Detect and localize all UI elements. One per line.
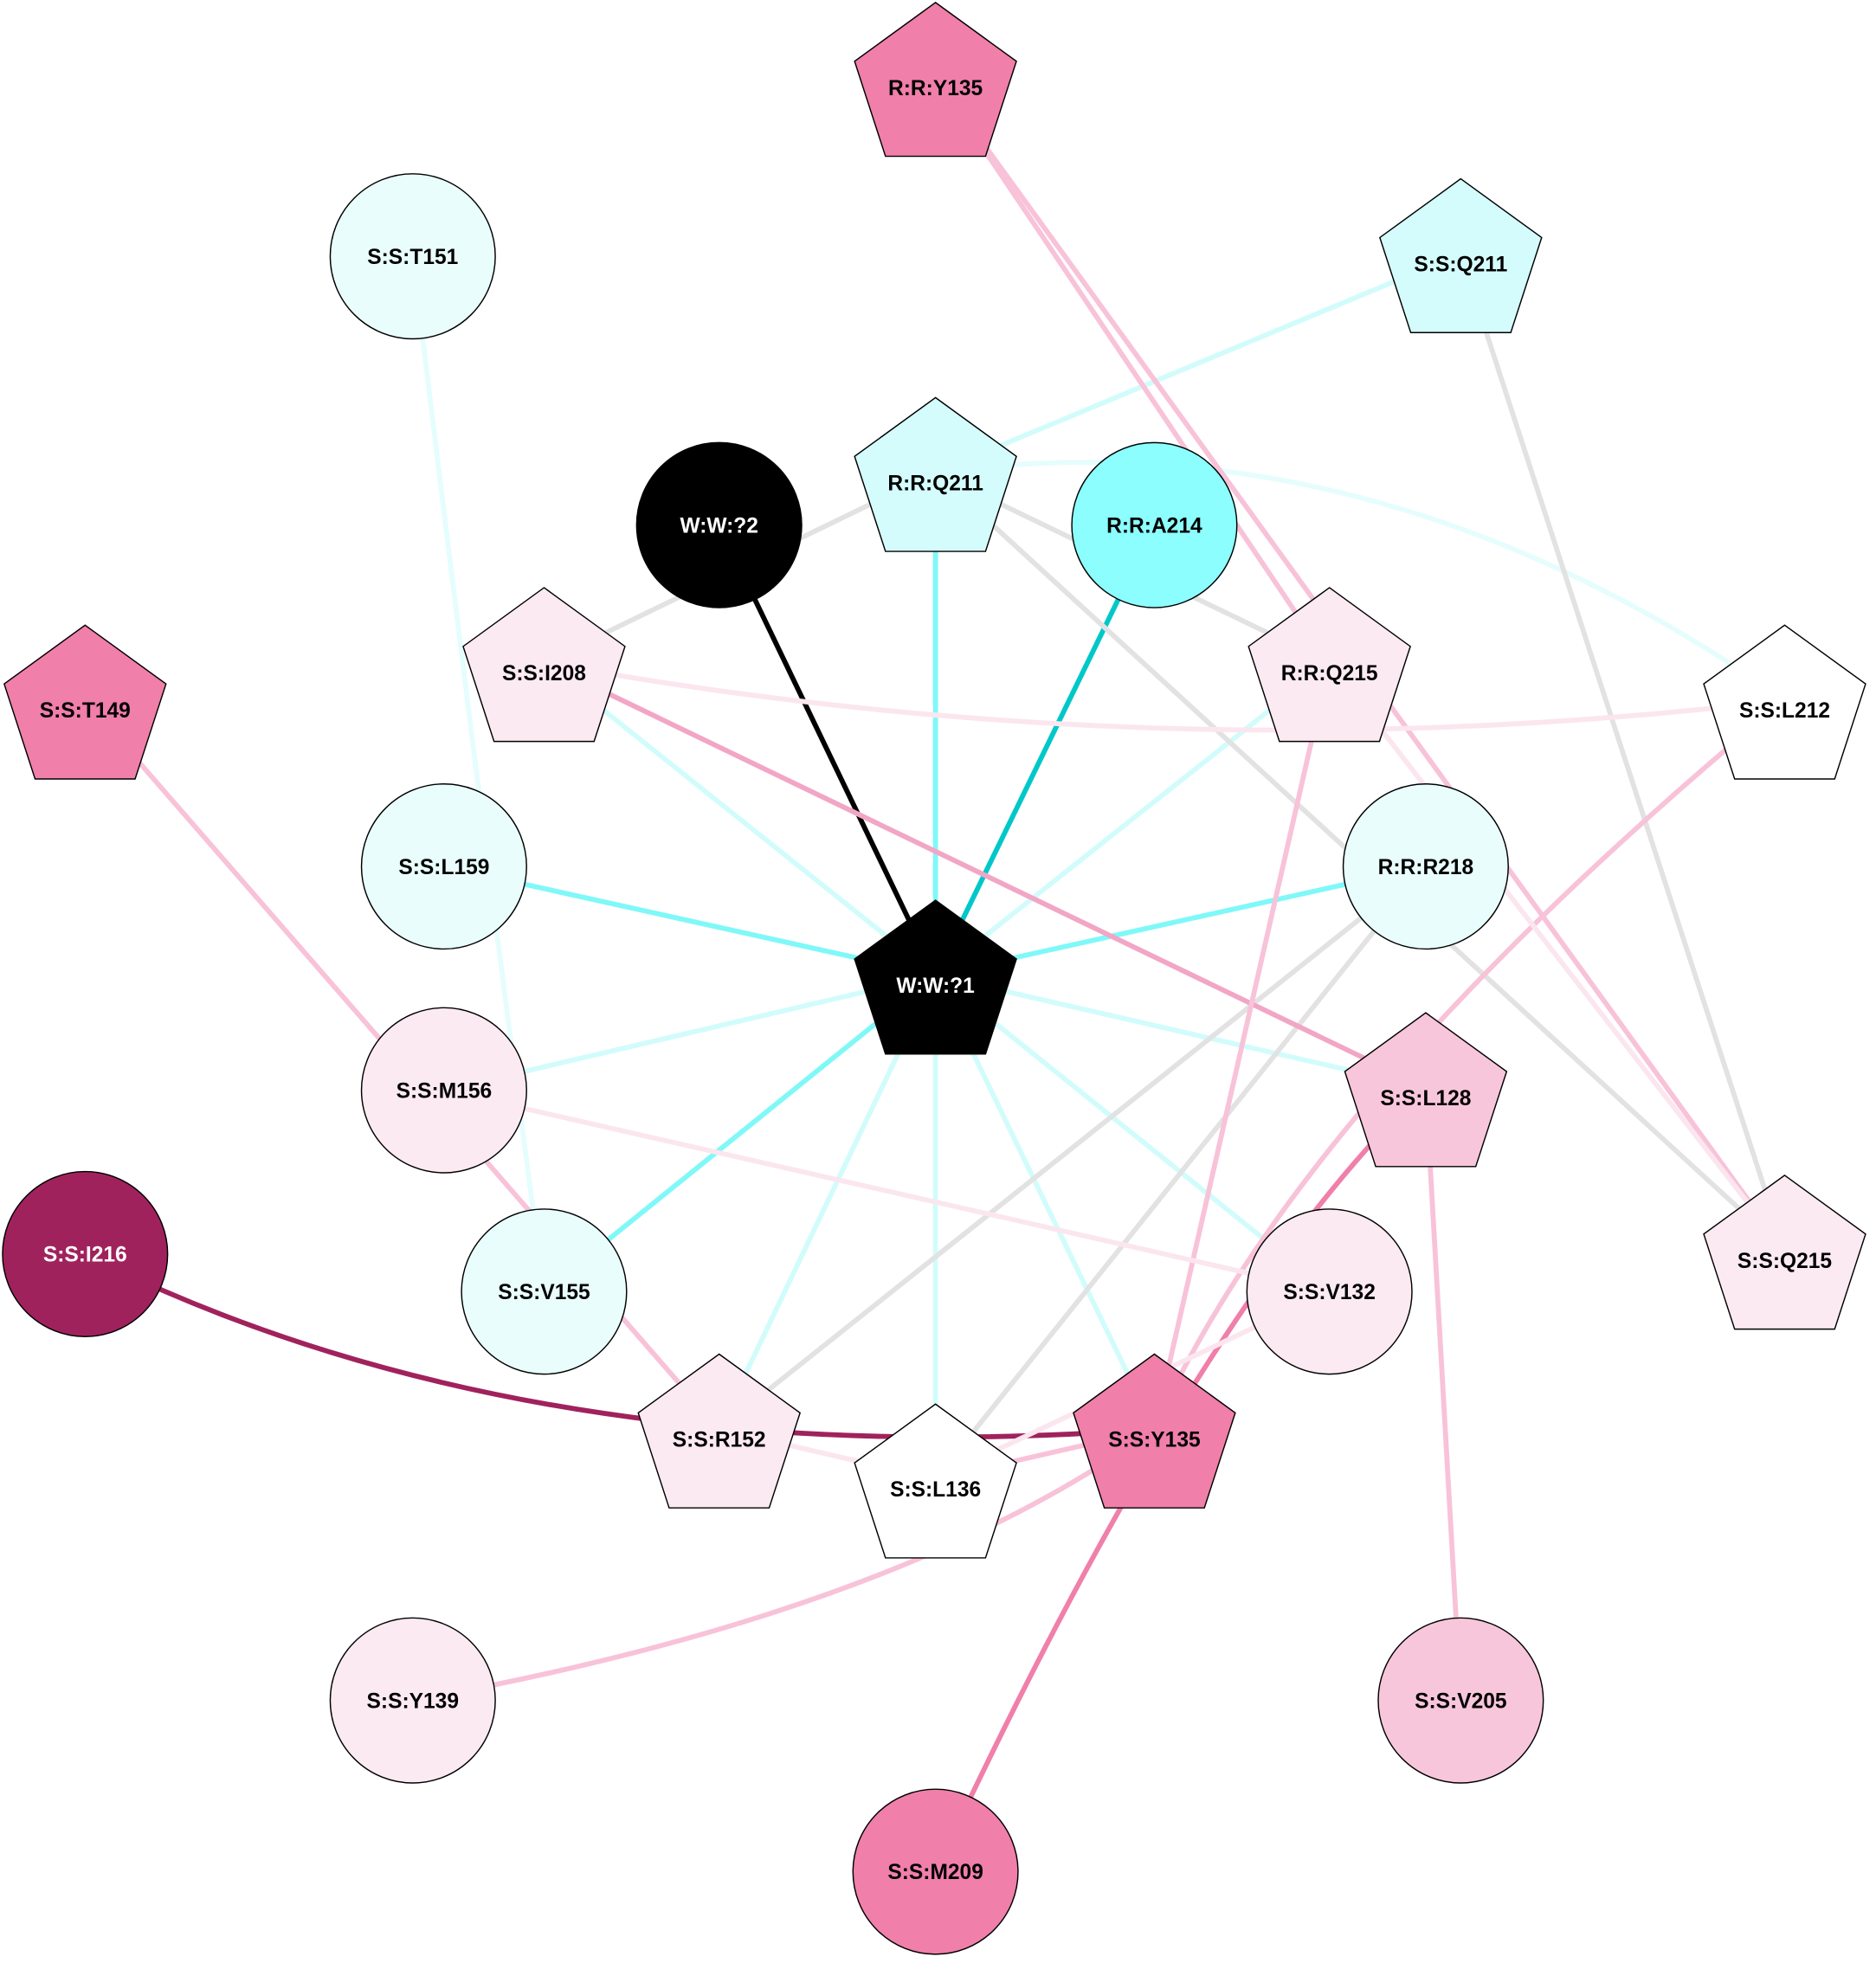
node-v132[interactable]: S:S:V132 — [1246, 1208, 1413, 1375]
node-l136[interactable]: S:S:L136 — [854, 1403, 1017, 1559]
node-label: S:S:Y135 — [1108, 1428, 1200, 1451]
node-i216[interactable]: S:S:I216 — [2, 1170, 169, 1337]
edge-sq211-rq211 — [934, 251, 1462, 475]
node-label: S:S:T149 — [40, 699, 131, 723]
node-rq215[interactable]: R:R:Q215 — [1247, 587, 1411, 743]
node-r218[interactable]: R:R:R218 — [1342, 783, 1509, 950]
node-label: R:R:Q215 — [1281, 662, 1378, 685]
node-label: W:W:?2 — [680, 514, 757, 537]
node-i208[interactable]: S:S:I208 — [462, 587, 626, 743]
pentagon-node-shape — [1703, 624, 1866, 780]
edge-i208-l212 — [543, 660, 1785, 733]
circle-node-shape — [461, 1208, 628, 1375]
pentagon-node-shape — [1344, 1012, 1508, 1168]
circle-node-shape — [1377, 1617, 1544, 1784]
node-label: S:S:M209 — [887, 1861, 983, 1884]
edge-sy135-y139 — [412, 1426, 1157, 1703]
node-label: S:S:L159 — [398, 856, 489, 879]
node-sy135[interactable]: S:S:Y135 — [1073, 1353, 1236, 1509]
pentagon-node-shape — [1379, 177, 1543, 333]
circle-node-shape — [360, 783, 527, 950]
pentagon-node-shape — [1247, 587, 1411, 743]
node-label: S:S:Q215 — [1737, 1250, 1832, 1273]
edge-l159-w1 — [443, 864, 937, 978]
node-t151[interactable]: S:S:T151 — [329, 173, 496, 340]
edge-i208-w1 — [542, 660, 938, 978]
edge-l128-w1 — [934, 972, 1427, 1091]
edge-rq215-w1 — [933, 660, 1331, 978]
node-label: S:S:T151 — [367, 246, 458, 269]
edge-r218-l136 — [933, 865, 1428, 1481]
circle-node-shape — [329, 1617, 496, 1784]
node-label: R:R:Q211 — [887, 472, 983, 495]
node-label: S:S:V155 — [498, 1281, 590, 1304]
edge-sq211-sq215 — [1458, 253, 1788, 1252]
node-label: S:S:L128 — [1380, 1087, 1471, 1110]
pentagon-node-shape — [854, 1, 1017, 158]
node-v205[interactable]: S:S:V205 — [1377, 1617, 1544, 1784]
pentagon-node-shape — [3, 624, 167, 780]
node-label: S:S:I208 — [502, 662, 586, 685]
pentagon-node-shape — [1703, 1175, 1866, 1330]
node-t149[interactable]: S:S:T149 — [3, 624, 167, 780]
edge-ry135-rq215 — [933, 75, 1332, 665]
node-label: R:R:R218 — [1378, 856, 1474, 879]
edge-m156-v132 — [443, 1087, 1331, 1295]
edge-rq215-sq215 — [1327, 660, 1787, 1252]
edge-rq211-l212 — [935, 460, 1787, 703]
pentagon-node-shape — [854, 396, 1017, 552]
edge-l128-v205 — [1423, 1087, 1464, 1701]
node-l128[interactable]: S:S:L128 — [1344, 1012, 1508, 1168]
circle-node-shape — [852, 1788, 1019, 1955]
node-rq211[interactable]: R:R:Q211 — [854, 396, 1017, 552]
node-label: S:S:Y139 — [367, 1689, 459, 1713]
pentagon-node-shape — [854, 1403, 1017, 1559]
node-l212[interactable]: S:S:L212 — [1703, 624, 1866, 780]
node-sq211[interactable]: S:S:Q211 — [1379, 177, 1543, 333]
pentagon-node-shape — [462, 587, 626, 743]
node-a214[interactable]: R:R:A214 — [1071, 441, 1238, 608]
node-label: W:W:?1 — [896, 975, 974, 998]
circle-node-shape — [1071, 441, 1238, 608]
node-m156[interactable]: S:S:M156 — [360, 1007, 527, 1174]
edge-r218-w1 — [934, 864, 1427, 978]
node-m209[interactable]: S:S:M209 — [852, 1788, 1019, 1955]
node-label: S:S:L136 — [890, 1478, 981, 1502]
edge-v155-w1 — [542, 973, 938, 1294]
node-ry135[interactable]: R:R:Y135 — [854, 1, 1017, 158]
circle-node-shape — [635, 441, 803, 608]
circle-node-shape — [329, 173, 496, 340]
circle-node-shape — [1246, 1208, 1413, 1375]
node-y139[interactable]: S:S:Y139 — [329, 1617, 496, 1784]
pentagon-node-shape — [1073, 1353, 1236, 1509]
edge-m156-w1 — [443, 972, 937, 1093]
node-label: S:S:V205 — [1415, 1689, 1506, 1713]
node-label: S:S:R152 — [673, 1428, 766, 1451]
node-label: S:S:I216 — [43, 1244, 127, 1267]
circle-node-shape — [1342, 783, 1509, 950]
node-label: S:S:L212 — [1739, 699, 1830, 723]
node-label: S:S:M156 — [396, 1079, 493, 1103]
node-w1[interactable]: W:W:?1 — [854, 899, 1017, 1055]
edge-a214-w1 — [933, 524, 1157, 977]
edge-i208-l128 — [543, 660, 1428, 1091]
circle-node-shape — [2, 1170, 169, 1337]
edge-rq215-sy135 — [1151, 661, 1332, 1430]
node-label: R:R:A214 — [1106, 514, 1202, 537]
pentagon-node-shape — [854, 899, 1017, 1055]
node-r152[interactable]: S:S:R152 — [637, 1353, 802, 1509]
node-v155[interactable]: S:S:V155 — [461, 1208, 628, 1375]
node-l159[interactable]: S:S:L159 — [360, 783, 527, 950]
circle-node-shape — [360, 1007, 527, 1174]
node-sq215[interactable]: S:S:Q215 — [1703, 1175, 1866, 1330]
edge-w2-w1 — [717, 524, 938, 977]
node-label: S:S:V132 — [1283, 1281, 1375, 1304]
node-label: R:R:Y135 — [888, 77, 983, 100]
edge-r218-r152 — [717, 864, 1428, 1432]
node-w2[interactable]: W:W:?2 — [635, 441, 803, 608]
node-label: S:S:Q211 — [1414, 253, 1507, 276]
pentagon-node-shape — [637, 1353, 802, 1509]
